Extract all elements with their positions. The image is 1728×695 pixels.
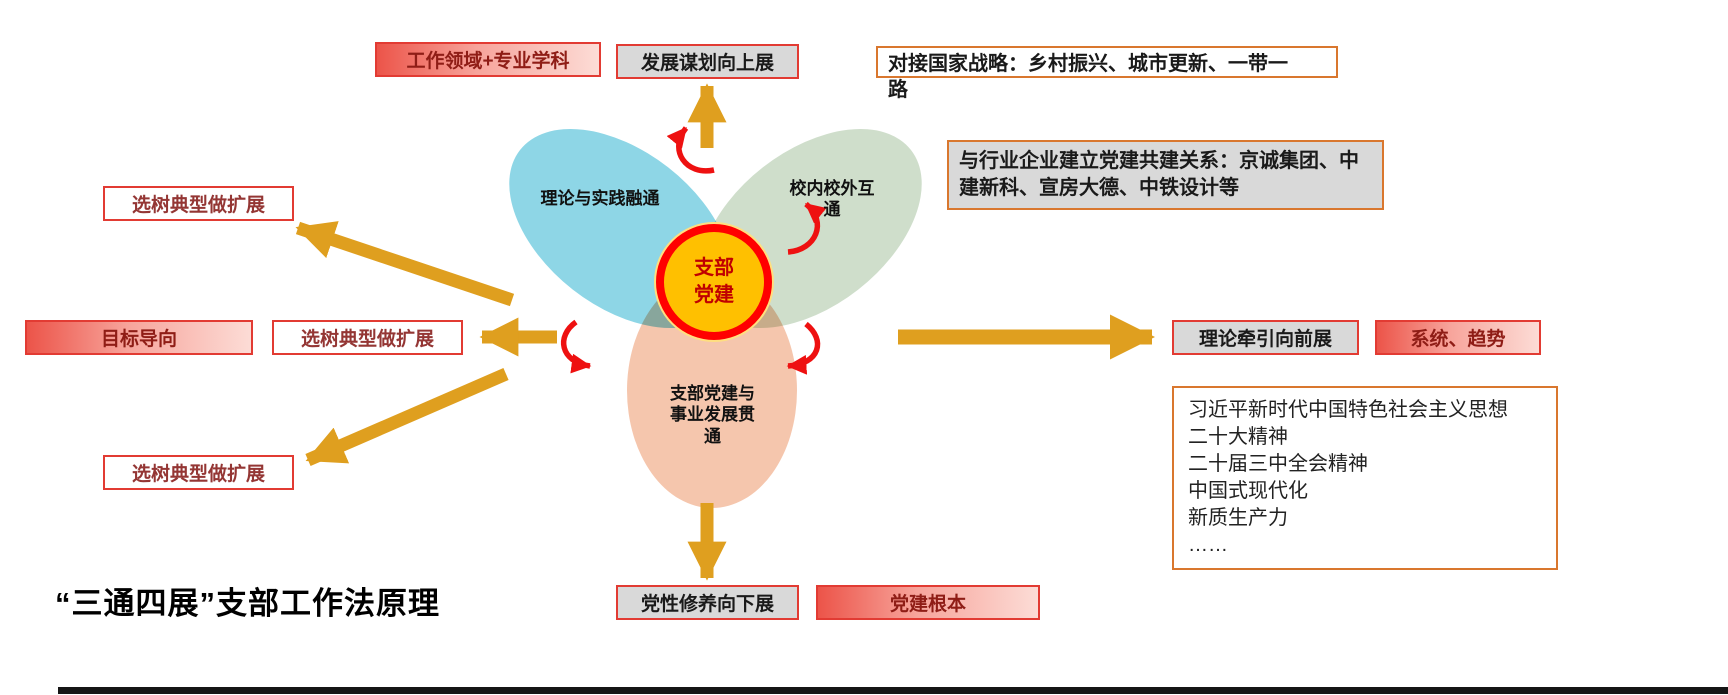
list-line: 习近平新时代中国特色社会主义思想 — [1188, 399, 1508, 421]
center-circle: 支部 党建 — [656, 224, 772, 340]
label-theory-practice: 理论与实践融通 — [540, 189, 660, 208]
direction-box-forward: 理论牵引向前展 — [1172, 320, 1359, 355]
annotation-national-strategy: 对接国家战略：乡村振兴、城市更新、一带一路 — [876, 46, 1338, 101]
annotation-enterprise-partners: 与行业企业建立党建共建关系：京诚集团、中建新科、宣房大德、中铁设计等 — [947, 140, 1384, 210]
arrow-lower-left — [305, 368, 509, 466]
direction-box-down: 党性修养向下展 — [616, 585, 799, 620]
tag-system-trend: 系统、趋势 — [1375, 320, 1541, 355]
tag-party-root: 党建根本 — [816, 585, 1040, 620]
expand-box-3: 选树典型做扩展 — [103, 455, 294, 490]
label-school-inout: 校内校外互 通 — [789, 179, 875, 220]
annotation-theory-list: 习近平新时代中国特色社会主义思想二十大精神二十届三中全会精神中国式现代化新质生产… — [1172, 386, 1558, 570]
list-line: 二十届三中全会精神 — [1188, 453, 1368, 475]
direction-box-up: 发展谋划向上展 — [616, 44, 799, 79]
tag-work-field: 工作领域+专业学科 — [375, 42, 601, 77]
label-branch-dev: 支部党建与 事业发展贯 通 — [670, 384, 755, 446]
expand-box-2: 选树典型做扩展 — [272, 320, 463, 355]
center-circle-label: 支部 党建 — [694, 257, 734, 306]
list-line: …… — [1188, 534, 1228, 556]
annotation-national-strategy-text: 对接国家战略：乡村振兴、城市更新、一带一路 — [888, 53, 1288, 101]
curved-arrow-top — [666, 126, 715, 174]
page-title: “三通四展”支部工作法原理 — [55, 586, 440, 621]
curved-arrow-bottom-left — [560, 319, 592, 374]
list-line: 中国式现代化 — [1188, 480, 1308, 502]
expand-box-1: 选树典型做扩展 — [103, 186, 294, 221]
arrow-upper-left — [295, 221, 515, 307]
list-line: 二十大精神 — [1188, 426, 1288, 448]
tag-goal-orientation: 目标导向 — [25, 320, 253, 355]
list-line: 新质生产力 — [1188, 507, 1288, 529]
footer-line — [58, 687, 1728, 694]
